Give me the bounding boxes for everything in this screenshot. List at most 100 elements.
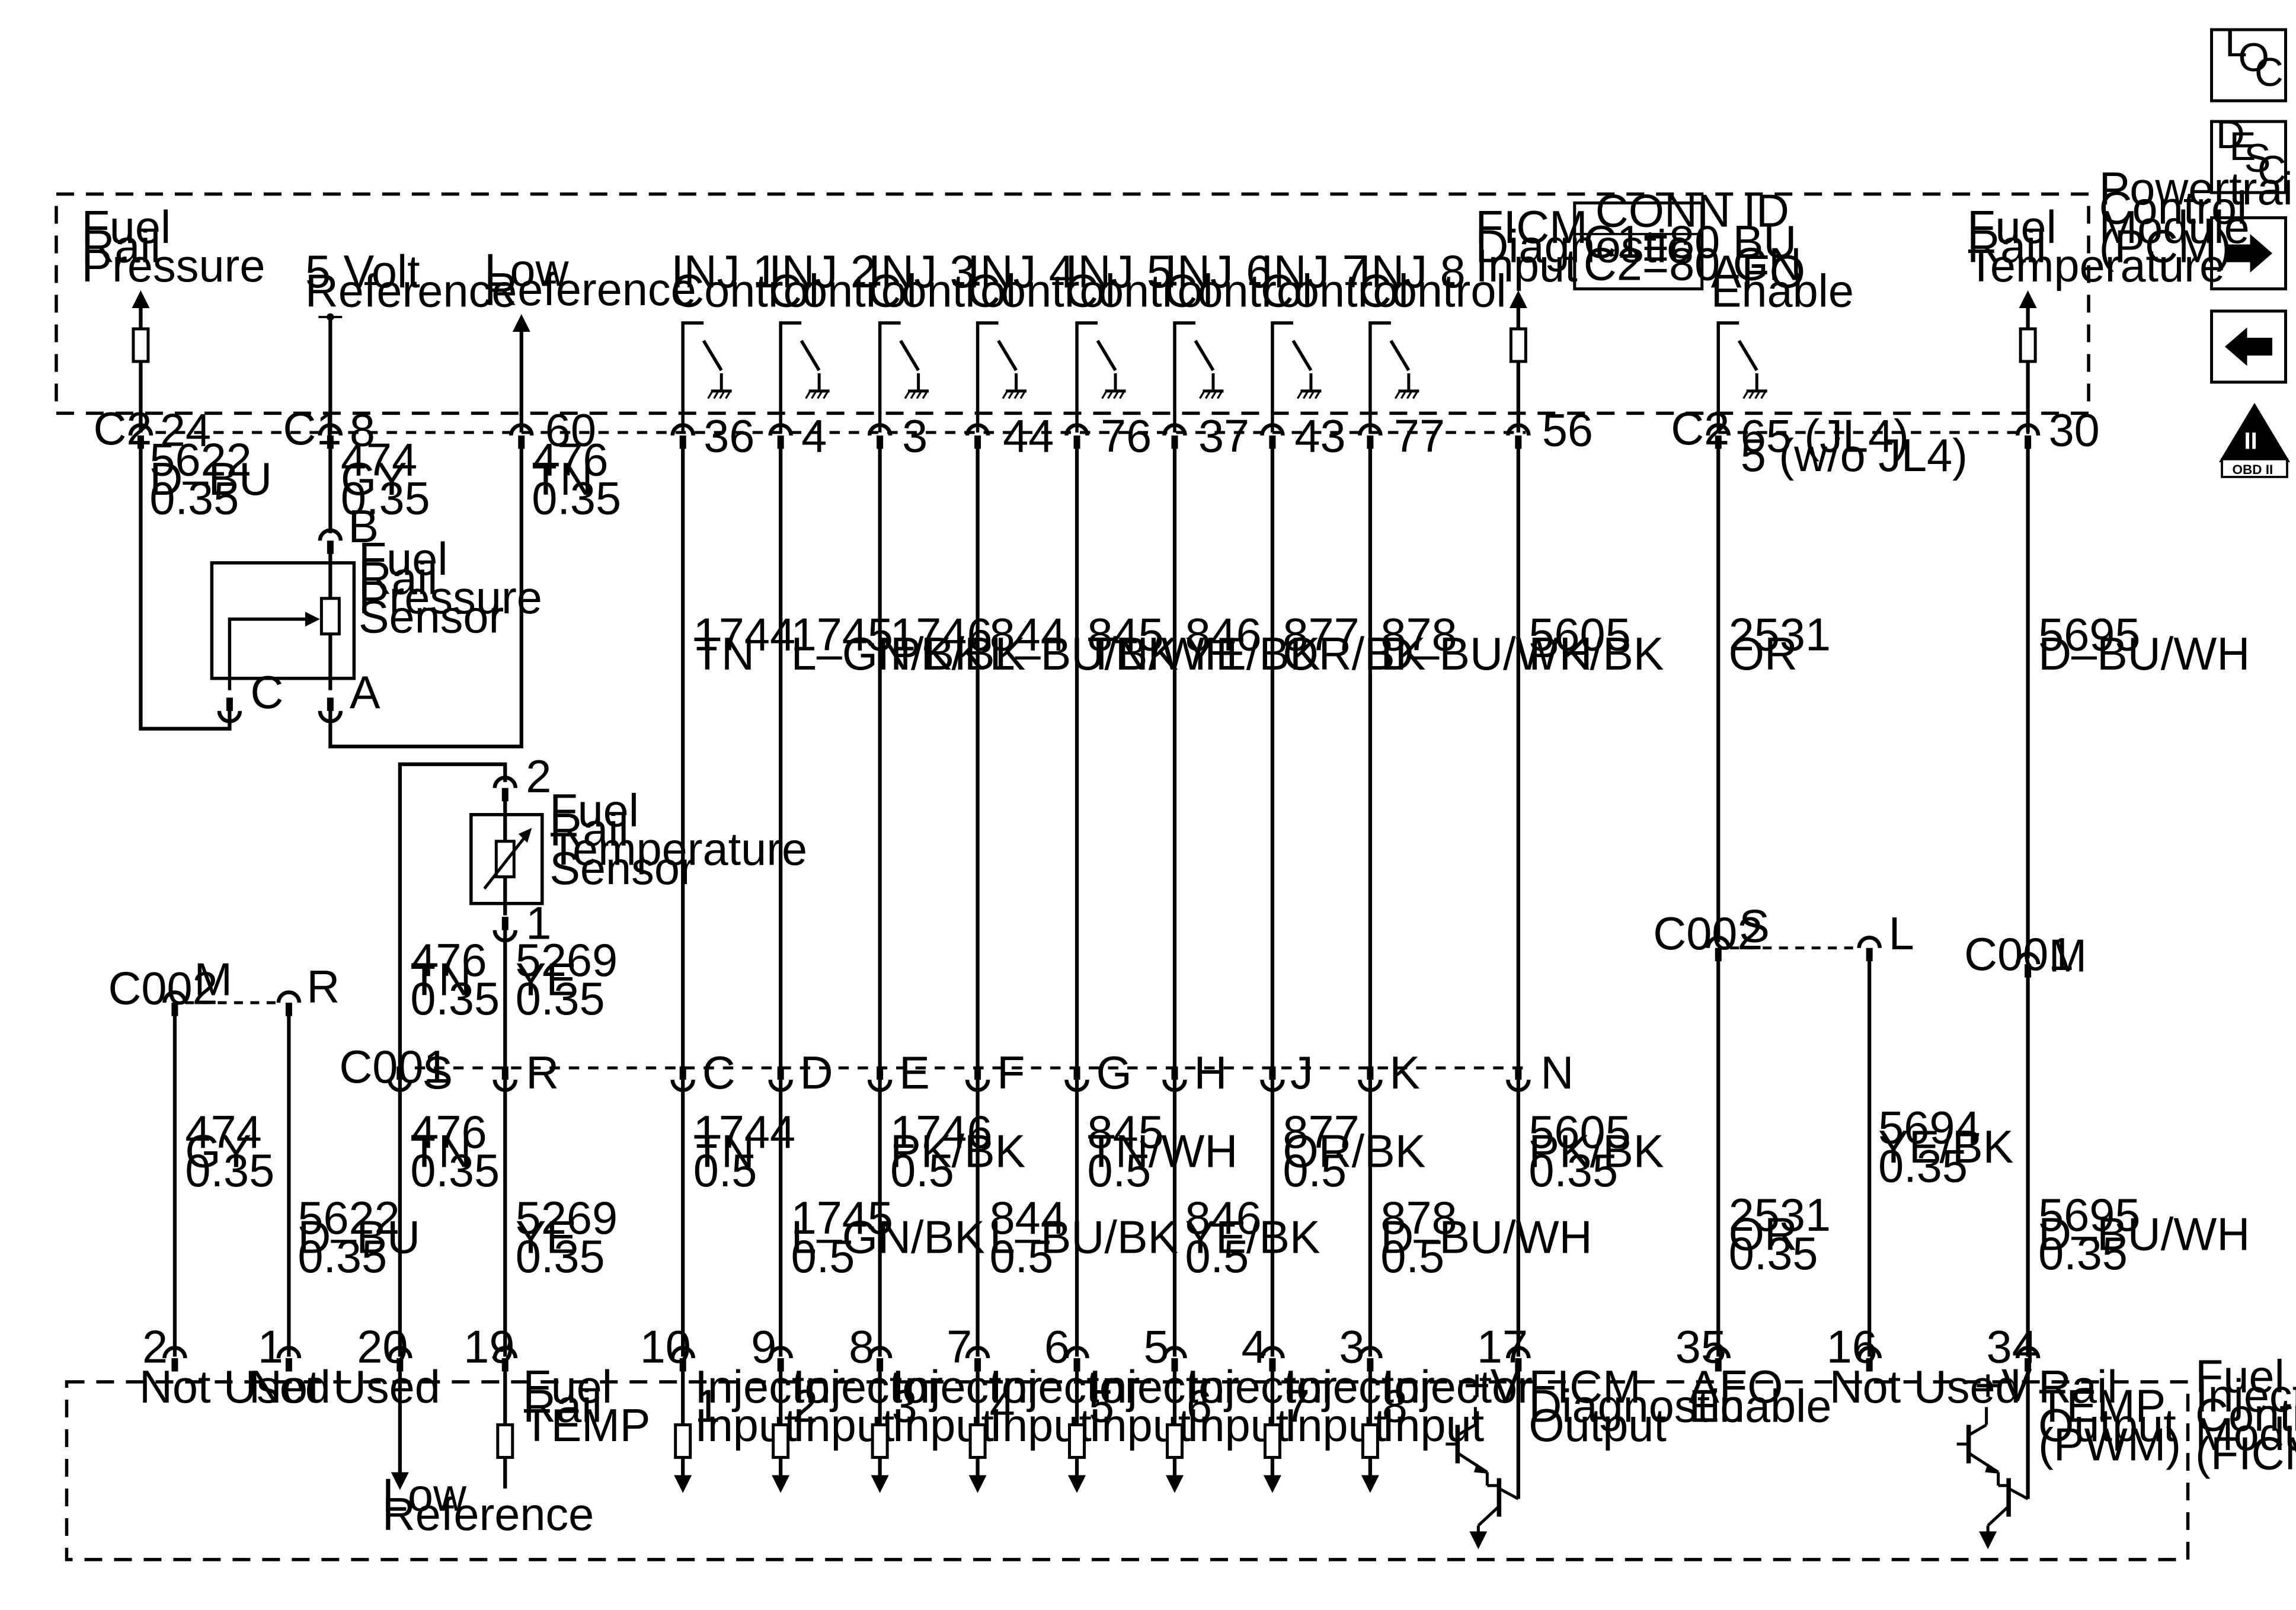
pin-label: N [1540, 1048, 1574, 1099]
pcm-module-label: Powertrain Control Module (PCM) [2099, 164, 2296, 272]
pcm-ficm-diagnostic-input-label: FICM Diagnostic Input [1475, 202, 1690, 292]
label-line: Injector [1284, 1362, 1435, 1413]
label-line: Rail [359, 553, 437, 604]
conn-id-title: CONN ID [1595, 186, 1789, 237]
fuel-rail-pressure-sensor: B C A Fuel Rail Pressure Sensor [210, 501, 542, 721]
label-line: 3 [892, 1381, 917, 1432]
wire-label: 878 [1380, 609, 1457, 660]
label-line: Control [671, 265, 819, 316]
label-line: Diagnostic [1475, 221, 1690, 272]
pin-label: D [800, 1048, 833, 1099]
pin-label: 3 [1339, 1322, 1364, 1373]
wire-label: 1744 [693, 609, 795, 660]
wire-label: 0.35 [1878, 1141, 1968, 1192]
wire-label: 5694 [1878, 1103, 1980, 1154]
wire-label: 0.5 [1380, 1231, 1444, 1282]
wire-label: L–BU/BK [990, 1212, 1179, 1263]
conn-id-c1: C1=80 BU [1584, 217, 1797, 268]
label-line: Enable [1711, 265, 1854, 316]
wire-label: 5695 [2038, 1190, 2140, 1241]
wire-label: YE/BK [1185, 1212, 1320, 1263]
pin-label: 4 [801, 411, 827, 462]
left-arrow-icon [2225, 327, 2273, 366]
pin-label: 8 [350, 405, 375, 456]
wire-label: D–BU [298, 1212, 420, 1263]
wire-label: 476 [410, 1107, 487, 1158]
ficm-afo-enable: AFO Enable [1689, 1362, 1831, 1432]
wire-label: 877 [1283, 609, 1359, 660]
wire-label: 0.35 [1729, 1228, 1818, 1279]
wire-label: L–BU/BK [990, 629, 1179, 680]
wire-label: 845 [1088, 1107, 1164, 1158]
prev-page-button[interactable] [2210, 309, 2288, 384]
loc-letter-o: O [2239, 36, 2269, 80]
pin-label: 65 (JL4) [1741, 411, 1909, 462]
pin-label: 4 [1241, 1322, 1267, 1373]
label-line: Rail [549, 805, 628, 856]
wire-label: 2531 [1729, 1190, 1831, 1241]
label-line: Fuel [1967, 202, 2057, 253]
pin-label: S [1739, 901, 1770, 952]
wire-label: 0.5 [990, 1231, 1054, 1282]
obd-ii-button[interactable]: II OBD II [2219, 402, 2291, 478]
pin-label: S [422, 1048, 453, 1099]
next-page-button[interactable] [2210, 216, 2288, 290]
wire-label: YE/BK [1185, 629, 1320, 680]
ficm-low-reference: Low Reference [382, 1362, 594, 1540]
wire-label: 845 [1088, 609, 1164, 660]
pcm-c1-label: C1 [283, 404, 341, 454]
wire-label: 5605 [1528, 1107, 1630, 1158]
wire-label: TN/WH [1088, 629, 1238, 680]
wire-label: YE [516, 955, 577, 1006]
label-line: 6 [1187, 1381, 1212, 1432]
pin-label: 56 [1542, 405, 1593, 456]
pin-label: 76 [1101, 411, 1152, 462]
pcm-label-line: Module [2099, 202, 2250, 253]
loc-button[interactable]: L O C [2210, 21, 2288, 103]
wire-label: YE/BK [1878, 1122, 2013, 1173]
pin-label: J [1290, 1048, 1313, 1099]
wire-label: OR [1729, 629, 1798, 680]
label-line: Fuel [81, 202, 171, 253]
pin-label: H [1194, 1048, 1227, 1099]
label-line: Low [484, 245, 569, 296]
label-line: INJ 3 [868, 247, 976, 297]
label-line: Control [868, 265, 1016, 316]
label-line: Temperature [1967, 241, 2225, 292]
loc-letter-l: L [2225, 21, 2247, 65]
wire-label: 5605 [1528, 609, 1630, 660]
right-arrow-icon [2225, 233, 2273, 273]
label-line: Control [1164, 265, 1312, 316]
wire-label: 844 [990, 609, 1066, 660]
driver-switch-icon [1271, 321, 1322, 433]
wire-label: D–BU/WH [2038, 1209, 2250, 1260]
wire-label: L–GN/BK [791, 1212, 985, 1263]
wire-label: OR/BK [1283, 629, 1425, 680]
pcm-module-box [55, 192, 2090, 415]
ficm-module-label: Fuel Injector Control Module (FICM) [2195, 1351, 2296, 1479]
label-line: Control [967, 265, 1115, 316]
label-line: INJ 8 [1358, 247, 1466, 297]
wire-label: OR/BK [1283, 1126, 1425, 1177]
wire-label: 5269 [516, 1193, 618, 1244]
label-line: Injector [695, 1362, 845, 1413]
bottom-wire-labels: 474GY0.355622D–BU0.35476TN0.355269YE0.35… [185, 1103, 2250, 1282]
pin-label: 30 [2049, 405, 2100, 456]
label-line: Pressure [81, 241, 265, 292]
obd-label: OBD II [2233, 462, 2273, 477]
label-line: 2 [792, 1381, 818, 1432]
label-line: 4 [990, 1381, 1015, 1432]
wire-label: D–BU/WH [1380, 1212, 1592, 1263]
connector-name: C002 [1653, 908, 1763, 959]
obd-roman: II [2244, 428, 2257, 454]
wire-label: 0.35 [532, 473, 621, 524]
desc-button[interactable]: D E S C [2210, 113, 2288, 194]
pin-label: R [526, 1048, 559, 1099]
conn-id-c2: C2=80 GN [1584, 239, 1802, 290]
ficm-not-used-labels: Not Used Not Used Not Used [139, 1362, 2021, 1413]
pin-label: C [702, 1048, 736, 1099]
pin-label: G [1096, 1048, 1132, 1099]
wire-label: TN [693, 1126, 754, 1177]
label-line: TEMP [523, 1400, 650, 1451]
